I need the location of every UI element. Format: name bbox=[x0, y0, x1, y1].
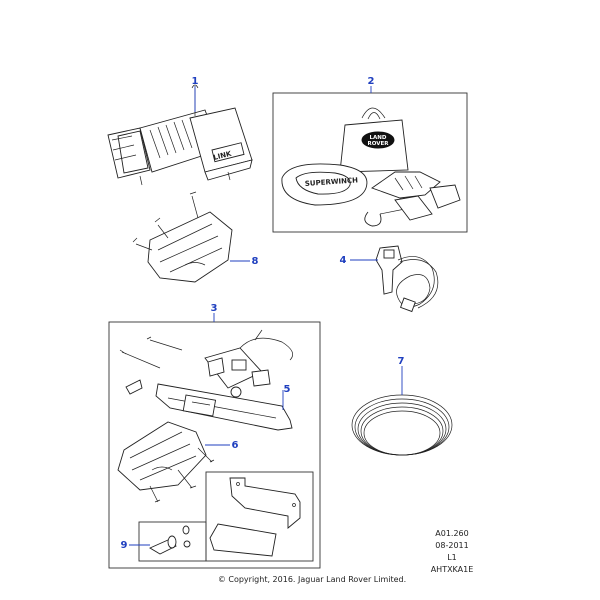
winch-kit-part: LAND ROVER SUPERWINCH bbox=[281, 107, 461, 227]
callout-5: 5 bbox=[284, 384, 291, 395]
remote-control-part bbox=[375, 245, 439, 313]
callout-1: 1 bbox=[192, 76, 199, 87]
callout-2: 2 bbox=[368, 76, 375, 87]
mounting-kit-parts bbox=[117, 329, 301, 557]
callout-3: 3 bbox=[211, 303, 218, 314]
meta-ref: A01.260 bbox=[435, 529, 468, 538]
bag-badge-bottom: ROVER bbox=[367, 141, 389, 147]
meta-level: L1 bbox=[447, 553, 457, 562]
meta-code: AHTXKA1E bbox=[431, 565, 474, 574]
winch-cover-part bbox=[132, 191, 233, 283]
meta-date: 08-2011 bbox=[435, 541, 468, 550]
callout-4: 4 bbox=[340, 255, 347, 266]
cable-coil-part bbox=[351, 394, 453, 456]
copyright-notice: © Copyright, 2016. Jaguar Land Rover Lim… bbox=[218, 575, 406, 584]
strap-label: SUPERWINCH bbox=[305, 176, 359, 188]
sub-box-fixings bbox=[138, 521, 207, 562]
callout-9: 9 bbox=[121, 540, 128, 551]
leader-lines bbox=[129, 86, 403, 546]
sub-box-brackets bbox=[205, 471, 314, 562]
winch-part: LINK bbox=[107, 84, 253, 186]
callout-6: 6 bbox=[232, 440, 239, 451]
kit-box bbox=[272, 92, 468, 233]
callout-7: 7 bbox=[398, 356, 405, 367]
mounting-kit-box bbox=[108, 321, 321, 569]
bag-badge-top: LAND bbox=[370, 135, 387, 141]
callout-8: 8 bbox=[252, 256, 259, 267]
